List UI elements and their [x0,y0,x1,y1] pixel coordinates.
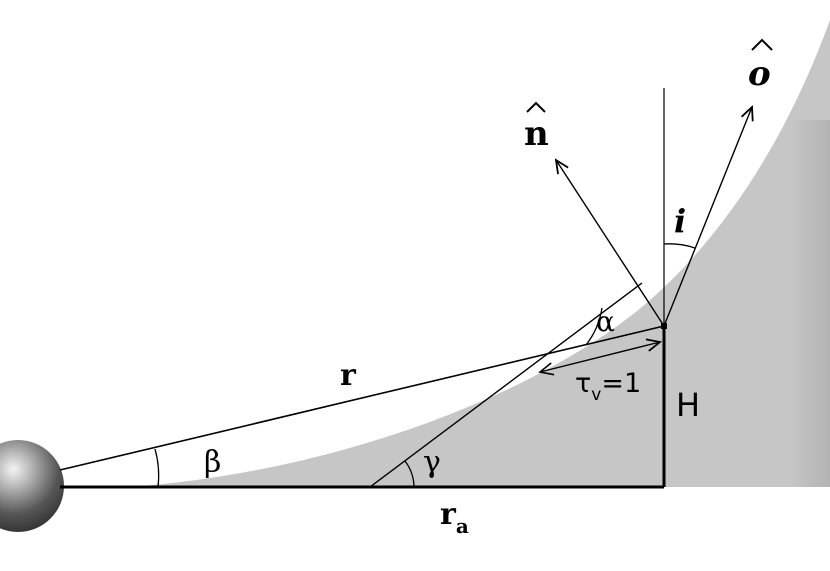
label-H: H [676,386,700,424]
label-i: i [674,202,686,240]
disk-surface [130,20,830,487]
angle-arc-i [663,243,696,249]
label-o-hat: o [748,54,771,94]
label-alpha: α [596,305,615,338]
label-gamma: γ [423,445,441,480]
normal-vector-arrow [556,160,665,327]
central-star [0,440,64,532]
label-n-hat: n [524,114,549,154]
label-tau: τv=1 [575,368,641,405]
outgoing-vector-arrow [663,107,752,327]
angle-arc-gamma [404,460,415,488]
angle-arc-alpha [585,307,603,346]
label-ra-subscript: a [456,514,469,538]
label-ra: ra [440,497,469,538]
label-beta: β [204,445,221,480]
hat-over-o [751,38,773,51]
optical-depth-arrow [540,342,660,372]
surface-point [661,323,667,329]
tangent-line [369,282,643,488]
disk-outer-edge [790,120,830,487]
hat-over-n [526,101,546,113]
angle-arc-beta [154,448,160,488]
label-tau-subscript: v [591,385,601,405]
label-r: r [340,358,357,393]
